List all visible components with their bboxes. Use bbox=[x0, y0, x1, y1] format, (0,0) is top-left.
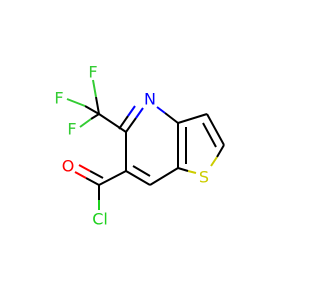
bond-c7-c6 bbox=[125, 170, 151, 186]
bonds bbox=[66, 79, 225, 210]
bond-cf3-fleft bbox=[84, 105, 100, 115]
bond-n-c3a-b bbox=[164, 112, 179, 124]
atom-fluorine-bottom: F bbox=[67, 120, 76, 139]
bond-c5-n-b bbox=[135, 107, 144, 119]
bond-cf3-fleft-colored bbox=[66, 98, 86, 107]
bond-carbonyl-o-double-b bbox=[78, 164, 91, 172]
bond-c3-c2 bbox=[206, 113, 225, 146]
bond-c7a-c7 bbox=[149, 167, 179, 186]
bond-c2-s-a bbox=[216, 144, 225, 158]
bond-carbonyl-o-b bbox=[74, 171, 87, 179]
bond-cf3-c5 bbox=[98, 113, 127, 133]
bond-cf3-fbottom-colored bbox=[79, 118, 92, 128]
bond-cf3-fbottom bbox=[90, 113, 100, 120]
atom-nitrogen: N bbox=[144, 90, 156, 109]
bond-c2-s-b bbox=[210, 156, 218, 167]
bond-carbonyl-o-a bbox=[85, 177, 100, 186]
molecule-structure: N S O Cl F F F bbox=[54, 63, 225, 229]
bond-c5-n-a bbox=[125, 117, 137, 133]
bond-c3a-c3 bbox=[177, 113, 208, 124]
bond-s-c7a-b bbox=[177, 167, 189, 172]
bond-c3-c2-double bbox=[202, 122, 217, 148]
bond-cf3-ftop bbox=[95, 96, 100, 115]
bond-c5-n-double-b bbox=[127, 105, 136, 117]
bond-cf3-ftop-colored bbox=[92, 79, 97, 98]
bond-n-c3a-a bbox=[156, 106, 166, 114]
bond-c5-n-double-a bbox=[118, 115, 129, 130]
atom-fluorine-top: F bbox=[88, 63, 97, 82]
atom-sulfur: S bbox=[199, 168, 209, 187]
bond-s-c7a-a bbox=[187, 170, 197, 174]
molecule-canvas: N S O Cl F F F bbox=[54, 62, 225, 229]
atom-chlorine: Cl bbox=[92, 210, 108, 229]
atom-oxygen: O bbox=[62, 157, 75, 176]
bond-carbonyl-o-double-a bbox=[89, 170, 104, 179]
atom-labels: N S O Cl F F F bbox=[54, 63, 209, 229]
bond-c6-carbonyl bbox=[98, 170, 127, 186]
atom-fluorine-left: F bbox=[54, 89, 63, 108]
bond-c7-c6-double bbox=[132, 165, 151, 177]
